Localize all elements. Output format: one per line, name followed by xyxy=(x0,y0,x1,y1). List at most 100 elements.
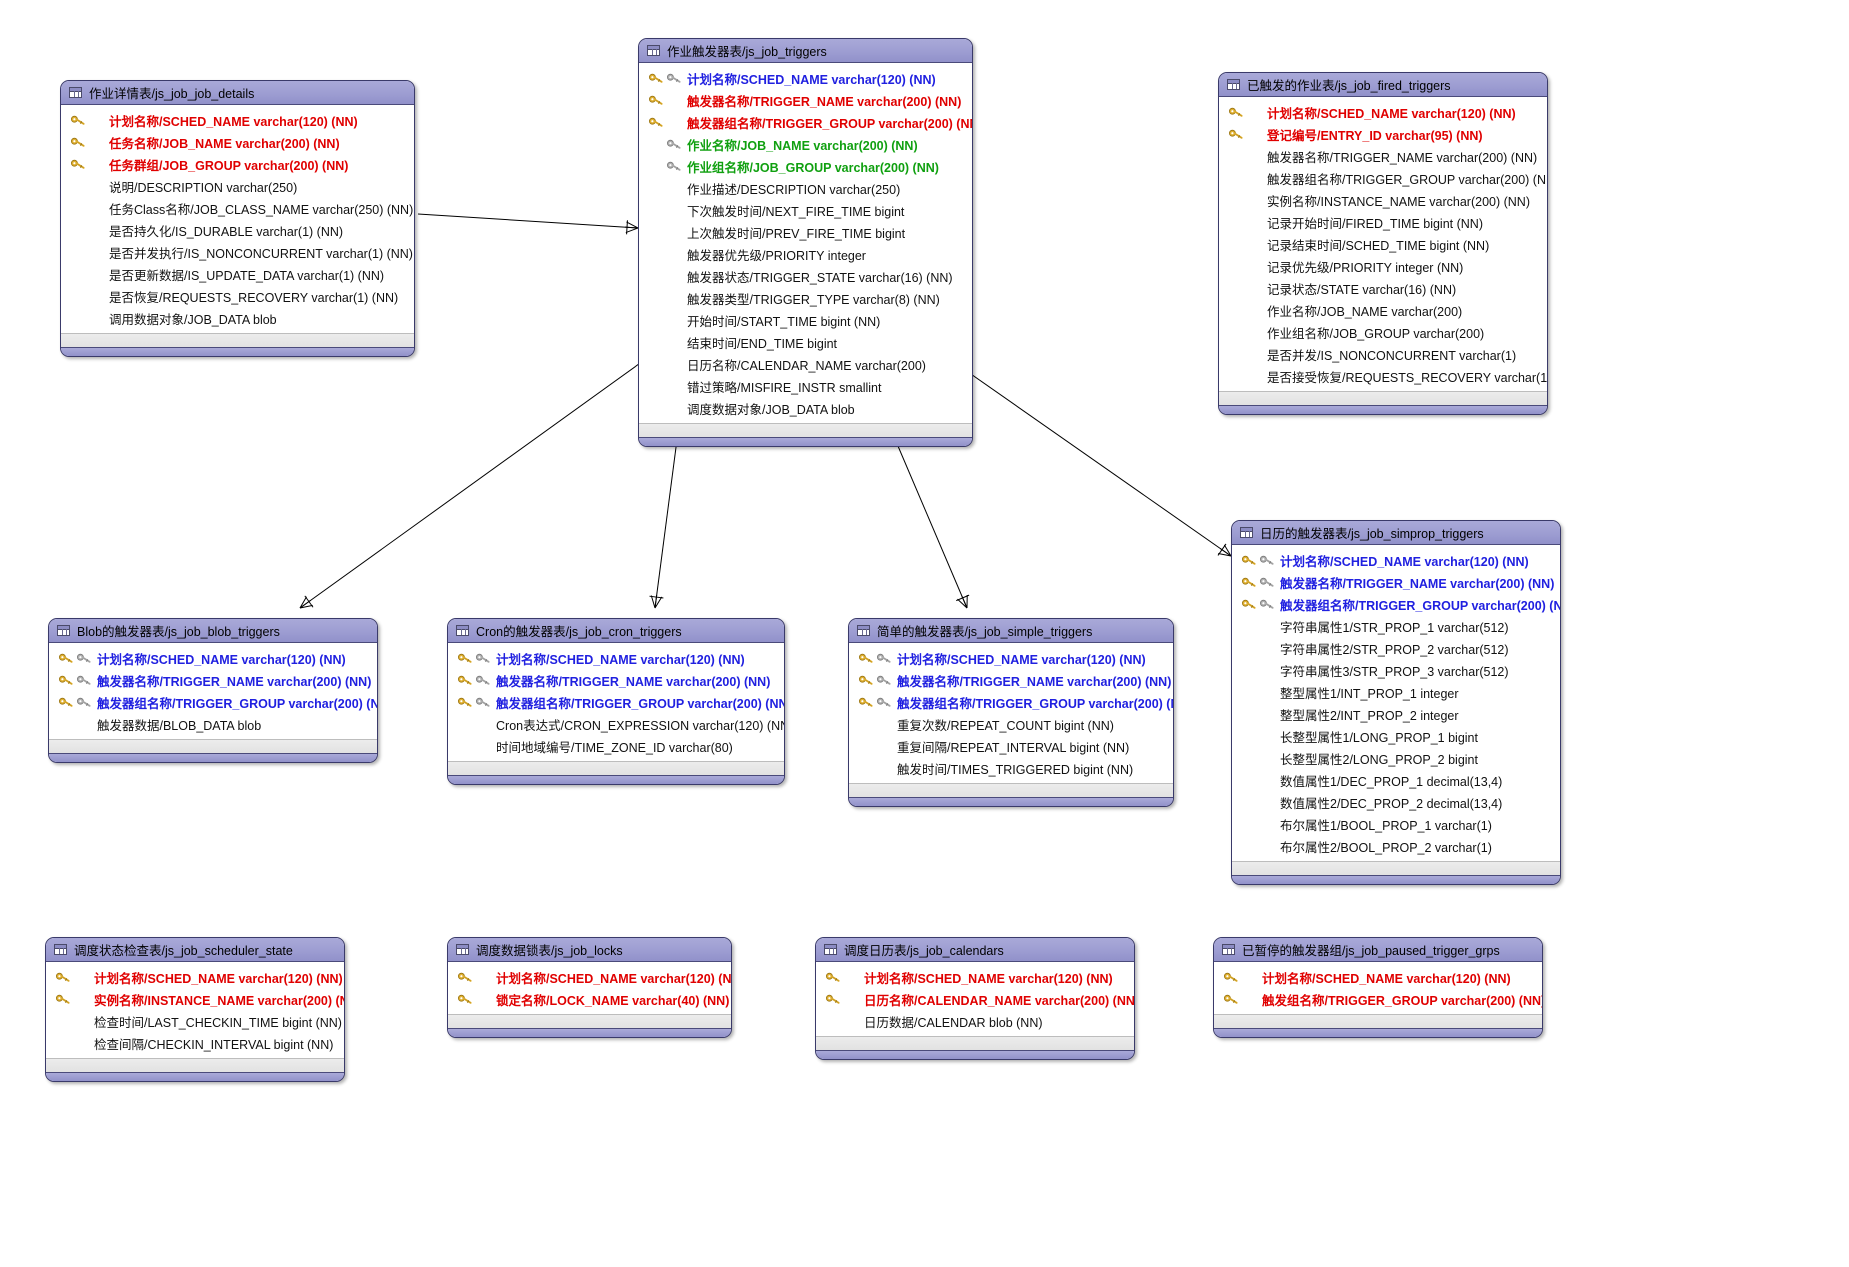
column-row[interactable]: 计划名称/SCHED_NAME varchar(120) (NN) xyxy=(639,67,972,89)
entity-header-simple_triggers[interactable]: 简单的触发器表/js_job_simple_triggers xyxy=(849,619,1173,643)
column-row[interactable]: 作业组名称/JOB_GROUP varchar(200) xyxy=(1219,321,1547,343)
column-row[interactable]: 调用数据对象/JOB_DATA blob xyxy=(61,307,414,329)
column-row[interactable]: 是否并发/IS_NONCONCURRENT varchar(1) xyxy=(1219,343,1547,365)
column-row[interactable]: 重复次数/REPEAT_COUNT bigint (NN) xyxy=(849,713,1173,735)
column-row[interactable]: 触发时间/TIMES_TRIGGERED bigint (NN) xyxy=(849,757,1173,779)
column-row[interactable]: 字符串属性1/STR_PROP_1 varchar(512) xyxy=(1232,615,1560,637)
entity-paused_trigger_grps[interactable]: 已暂停的触发器组/js_job_paused_trigger_grps 计划名称/… xyxy=(1213,937,1543,1038)
column-row[interactable]: 计划名称/SCHED_NAME varchar(120) (NN) xyxy=(1232,549,1560,571)
entity-header-job_triggers[interactable]: 作业触发器表/js_job_triggers xyxy=(639,39,972,63)
column-row[interactable]: 重复间隔/REPEAT_INTERVAL bigint (NN) xyxy=(849,735,1173,757)
column-row[interactable]: 作业名称/JOB_NAME varchar(200) (NN) xyxy=(639,133,972,155)
column-row[interactable]: 记录开始时间/FIRED_TIME bigint (NN) xyxy=(1219,211,1547,233)
column-row[interactable]: 触发器名称/TRIGGER_NAME varchar(200) (NN) xyxy=(1219,145,1547,167)
column-row[interactable]: 是否并发执行/IS_NONCONCURRENT varchar(1) (NN) xyxy=(61,241,414,263)
column-row[interactable]: 触发器名称/TRIGGER_NAME varchar(200) (NN) xyxy=(849,669,1173,691)
column-row[interactable]: Cron表达式/CRON_EXPRESSION varchar(120) (NN… xyxy=(448,713,784,735)
column-row[interactable]: 上次触发时间/PREV_FIRE_TIME bigint xyxy=(639,221,972,243)
column-row[interactable]: 触发器组名称/TRIGGER_GROUP varchar(200) (NN) xyxy=(849,691,1173,713)
column-row[interactable]: 字符串属性2/STR_PROP_2 varchar(512) xyxy=(1232,637,1560,659)
column-row[interactable]: 计划名称/SCHED_NAME varchar(120) (NN) xyxy=(849,647,1173,669)
column-row[interactable]: 触发器组名称/TRIGGER_GROUP varchar(200) (NN) xyxy=(1219,167,1547,189)
column-row[interactable]: 作业描述/DESCRIPTION varchar(250) xyxy=(639,177,972,199)
entity-scheduler_state[interactable]: 调度状态检查表/js_job_scheduler_state 计划名称/SCHED… xyxy=(45,937,345,1082)
column-row[interactable]: 布尔属性1/BOOL_PROP_1 varchar(1) xyxy=(1232,813,1560,835)
column-row[interactable]: 记录结束时间/SCHED_TIME bigint (NN) xyxy=(1219,233,1547,255)
column-row[interactable]: 整型属性1/INT_PROP_1 integer xyxy=(1232,681,1560,703)
column-row[interactable]: 记录状态/STATE varchar(16) (NN) xyxy=(1219,277,1547,299)
entity-locks[interactable]: 调度数据锁表/js_job_locks 计划名称/SCHED_NAME varch… xyxy=(447,937,732,1038)
column-row[interactable]: 实例名称/INSTANCE_NAME varchar(200) (NN) xyxy=(1219,189,1547,211)
column-row[interactable]: 整型属性2/INT_PROP_2 integer xyxy=(1232,703,1560,725)
column-row[interactable]: 检查间隔/CHECKIN_INTERVAL bigint (NN) xyxy=(46,1032,344,1054)
column-row[interactable]: 触发器名称/TRIGGER_NAME varchar(200) (NN) xyxy=(448,669,784,691)
column-row[interactable]: 计划名称/SCHED_NAME varchar(120) (NN) xyxy=(448,647,784,669)
column-row[interactable]: 触发器组名称/TRIGGER_GROUP varchar(200) (NN) xyxy=(49,691,377,713)
column-row[interactable]: 计划名称/SCHED_NAME varchar(120) (NN) xyxy=(1214,966,1542,988)
column-row[interactable]: 错过策略/MISFIRE_INSTR smallint xyxy=(639,375,972,397)
column-row[interactable]: 计划名称/SCHED_NAME varchar(120) (NN) xyxy=(49,647,377,669)
entity-header-fired_triggers[interactable]: 已触发的作业表/js_job_fired_triggers xyxy=(1219,73,1547,97)
column-row[interactable]: 是否更新数据/IS_UPDATE_DATA varchar(1) (NN) xyxy=(61,263,414,285)
entity-cron_triggers[interactable]: Cron的触发器表/js_job_cron_triggers 计划名称/SCHED… xyxy=(447,618,785,785)
entity-header-calendars[interactable]: 调度日历表/js_job_calendars xyxy=(816,938,1134,962)
entity-job_triggers[interactable]: 作业触发器表/js_job_triggers 计划名称/SCHED_NAME va… xyxy=(638,38,973,447)
column-row[interactable]: 触发器名称/TRIGGER_NAME varchar(200) (NN) xyxy=(639,89,972,111)
column-row[interactable]: 计划名称/SCHED_NAME varchar(120) (NN) xyxy=(816,966,1134,988)
entity-fired_triggers[interactable]: 已触发的作业表/js_job_fired_triggers 计划名称/SCHED_… xyxy=(1218,72,1548,415)
column-row[interactable]: 调度数据对象/JOB_DATA blob xyxy=(639,397,972,419)
column-row[interactable]: 任务Class名称/JOB_CLASS_NAME varchar(250) (N… xyxy=(61,197,414,219)
column-row[interactable]: 是否恢复/REQUESTS_RECOVERY varchar(1) (NN) xyxy=(61,285,414,307)
column-row[interactable]: 是否接受恢复/REQUESTS_RECOVERY varchar(1) xyxy=(1219,365,1547,387)
entity-simprop_triggers[interactable]: 日历的触发器表/js_job_simprop_triggers 计划名称/SCHE… xyxy=(1231,520,1561,885)
column-row[interactable]: 记录优先级/PRIORITY integer (NN) xyxy=(1219,255,1547,277)
entity-blob_triggers[interactable]: Blob的触发器表/js_job_blob_triggers 计划名称/SCHED… xyxy=(48,618,378,763)
column-row[interactable]: 数值属性2/DEC_PROP_2 decimal(13,4) xyxy=(1232,791,1560,813)
column-row[interactable]: 是否持久化/IS_DURABLE varchar(1) (NN) xyxy=(61,219,414,241)
column-row[interactable]: 触发器组名称/TRIGGER_GROUP varchar(200) (NN) xyxy=(448,691,784,713)
entity-header-scheduler_state[interactable]: 调度状态检查表/js_job_scheduler_state xyxy=(46,938,344,962)
column-row[interactable]: 数值属性1/DEC_PROP_1 decimal(13,4) xyxy=(1232,769,1560,791)
column-row[interactable]: 触发器状态/TRIGGER_STATE varchar(16) (NN) xyxy=(639,265,972,287)
column-row[interactable]: 时间地域编号/TIME_ZONE_ID varchar(80) xyxy=(448,735,784,757)
column-row[interactable]: 触发器组名称/TRIGGER_GROUP varchar(200) (NN) xyxy=(1232,593,1560,615)
column-row[interactable]: 登记编号/ENTRY_ID varchar(95) (NN) xyxy=(1219,123,1547,145)
column-row[interactable]: 长整型属性2/LONG_PROP_2 bigint xyxy=(1232,747,1560,769)
column-row[interactable]: 结束时间/END_TIME bigint xyxy=(639,331,972,353)
column-row[interactable]: 字符串属性3/STR_PROP_3 varchar(512) xyxy=(1232,659,1560,681)
column-row[interactable]: 计划名称/SCHED_NAME varchar(120) (NN) xyxy=(448,966,731,988)
column-row[interactable]: 任务名称/JOB_NAME varchar(200) (NN) xyxy=(61,131,414,153)
column-row[interactable]: 长整型属性1/LONG_PROP_1 bigint xyxy=(1232,725,1560,747)
entity-header-locks[interactable]: 调度数据锁表/js_job_locks xyxy=(448,938,731,962)
column-row[interactable]: 检查时间/LAST_CHECKIN_TIME bigint (NN) xyxy=(46,1010,344,1032)
column-row[interactable]: 日历数据/CALENDAR blob (NN) xyxy=(816,1010,1134,1032)
column-row[interactable]: 实例名称/INSTANCE_NAME varchar(200) (NN) xyxy=(46,988,344,1010)
column-row[interactable]: 日历名称/CALENDAR_NAME varchar(200) (NN) xyxy=(816,988,1134,1010)
column-row[interactable]: 触发器名称/TRIGGER_NAME varchar(200) (NN) xyxy=(49,669,377,691)
column-row[interactable]: 开始时间/START_TIME bigint (NN) xyxy=(639,309,972,331)
entity-header-simprop_triggers[interactable]: 日历的触发器表/js_job_simprop_triggers xyxy=(1232,521,1560,545)
column-row[interactable]: 触发器优先级/PRIORITY integer xyxy=(639,243,972,265)
column-row[interactable]: 布尔属性2/BOOL_PROP_2 varchar(1) xyxy=(1232,835,1560,857)
column-row[interactable]: 触发器数据/BLOB_DATA blob xyxy=(49,713,377,735)
column-row[interactable]: 说明/DESCRIPTION varchar(250) xyxy=(61,175,414,197)
column-row[interactable]: 触发器组名称/TRIGGER_GROUP varchar(200) (NN) xyxy=(639,111,972,133)
column-row[interactable]: 任务群组/JOB_GROUP varchar(200) (NN) xyxy=(61,153,414,175)
column-row[interactable]: 计划名称/SCHED_NAME varchar(120) (NN) xyxy=(1219,101,1547,123)
column-row[interactable]: 计划名称/SCHED_NAME varchar(120) (NN) xyxy=(61,109,414,131)
entity-header-cron_triggers[interactable]: Cron的触发器表/js_job_cron_triggers xyxy=(448,619,784,643)
entity-calendars[interactable]: 调度日历表/js_job_calendars 计划名称/SCHED_NAME va… xyxy=(815,937,1135,1060)
column-row[interactable]: 触发组名称/TRIGGER_GROUP varchar(200) (NN) xyxy=(1214,988,1542,1010)
column-row[interactable]: 锁定名称/LOCK_NAME varchar(40) (NN) xyxy=(448,988,731,1010)
column-row[interactable]: 作业组名称/JOB_GROUP varchar(200) (NN) xyxy=(639,155,972,177)
column-row[interactable]: 日历名称/CALENDAR_NAME varchar(200) xyxy=(639,353,972,375)
entity-header-job_details[interactable]: 作业详情表/js_job_job_details xyxy=(61,81,414,105)
entity-header-paused_trigger_grps[interactable]: 已暂停的触发器组/js_job_paused_trigger_grps xyxy=(1214,938,1542,962)
entity-job_details[interactable]: 作业详情表/js_job_job_details 计划名称/SCHED_NAME … xyxy=(60,80,415,357)
column-row[interactable]: 下次触发时间/NEXT_FIRE_TIME bigint xyxy=(639,199,972,221)
column-row[interactable]: 触发器名称/TRIGGER_NAME varchar(200) (NN) xyxy=(1232,571,1560,593)
entity-simple_triggers[interactable]: 简单的触发器表/js_job_simple_triggers 计划名称/SCHED… xyxy=(848,618,1174,807)
entity-header-blob_triggers[interactable]: Blob的触发器表/js_job_blob_triggers xyxy=(49,619,377,643)
column-row[interactable]: 作业名称/JOB_NAME varchar(200) xyxy=(1219,299,1547,321)
column-row[interactable]: 计划名称/SCHED_NAME varchar(120) (NN) xyxy=(46,966,344,988)
